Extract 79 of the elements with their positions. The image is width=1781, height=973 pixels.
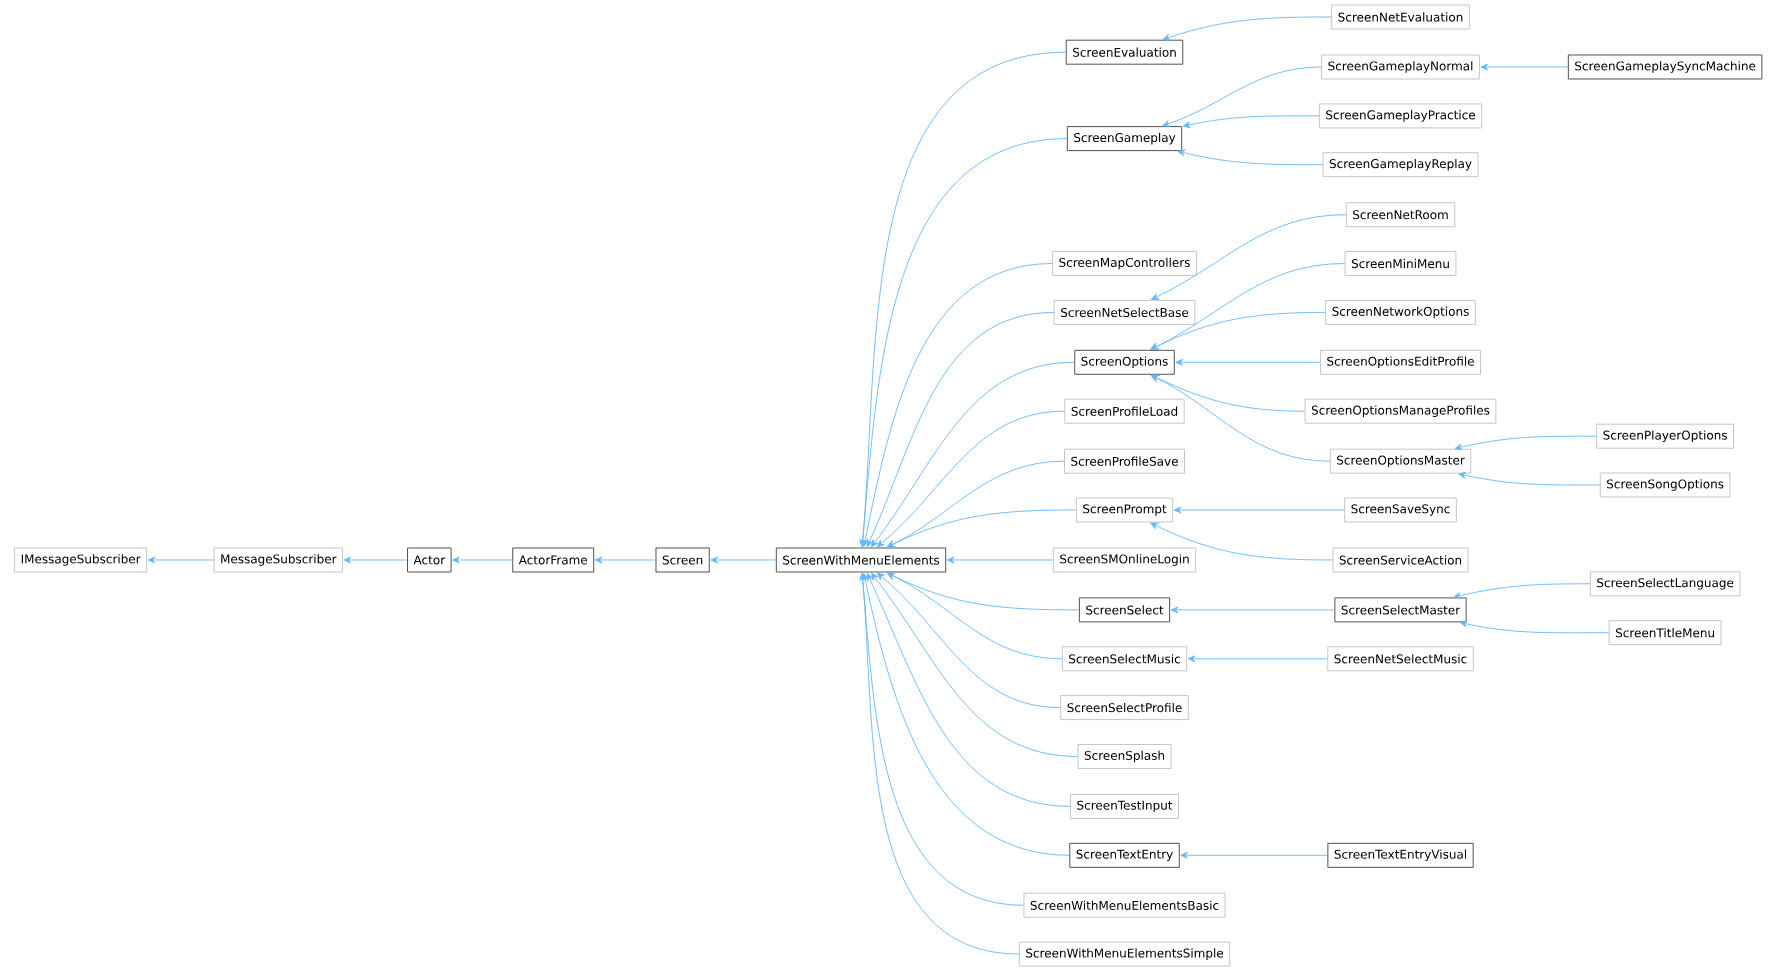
inheritance-arrow: [1173, 506, 1345, 514]
inheritance-arrow: [710, 556, 777, 564]
class-box: ScreenOptionsEditProfile: [1320, 349, 1481, 375]
class-box: ScreenGameplay: [1066, 126, 1183, 152]
class-box: ScreenWithMenuElementsBasic: [1023, 892, 1226, 918]
inheritance-arrow: [1151, 214, 1347, 300]
class-box: ScreenSelectProfile: [1060, 695, 1189, 721]
inheritance-arrow: [1175, 358, 1321, 366]
inheritance-arrow: [1182, 115, 1320, 129]
inheritance-arrow: [866, 573, 1071, 807]
class-box: ScreenSMOnlineLogin: [1052, 547, 1197, 573]
class-box: ScreenProfileSave: [1064, 448, 1185, 474]
class-box: ScreenTextEntry: [1069, 842, 1180, 868]
inheritance-arrow: [1458, 471, 1601, 486]
class-box: ScreenNetEvaluation: [1331, 4, 1470, 30]
inheritance-arrow: [1162, 66, 1322, 127]
class-box: ActorFrame: [512, 547, 595, 573]
inheritance-arrow: [886, 572, 1063, 660]
class-box: MessageSubscriber: [213, 547, 343, 573]
class-box: ScreenMiniMenu: [1344, 251, 1457, 276]
class-box: ScreenTestInput: [1070, 793, 1179, 819]
class-box: ScreenNetSelectBase: [1053, 299, 1196, 325]
class-box: ScreenGameplaySyncMachine: [1567, 54, 1763, 80]
class-box: ScreenPrompt: [1075, 497, 1174, 523]
inheritance-arrow: [871, 572, 1078, 757]
class-box: ScreenWithMenuElementsSimple: [1018, 941, 1231, 967]
class-box: ScreenSelectMusic: [1061, 646, 1188, 672]
inheritance-arrow: [946, 556, 1054, 564]
inheritance-arrow: [1162, 16, 1332, 41]
inheritance-arrow: [1177, 149, 1323, 166]
inheritance-arrow: [886, 509, 1077, 548]
inheritance-arrow: [1459, 620, 1610, 634]
inheritance-arrow: [1480, 63, 1569, 71]
class-box: ScreenSelectLanguage: [1589, 571, 1741, 597]
inheritance-arrow: [876, 572, 1061, 709]
inheritance-arrow: [452, 556, 513, 564]
inheritance-arrow: [1150, 522, 1333, 561]
class-box: ScreenMapControllers: [1052, 251, 1197, 276]
class-box: ScreenPlayerOptions: [1596, 423, 1734, 449]
inheritance-arrow: [876, 410, 1065, 548]
class-box: Screen: [655, 547, 710, 573]
inheritance-arrow: [859, 138, 1068, 547]
class-box: ScreenOptionsManageProfiles: [1304, 398, 1497, 424]
inheritance-arrow: [886, 572, 1080, 611]
class-box: ScreenServiceAction: [1332, 547, 1469, 573]
inheritance-arrow: [866, 311, 1055, 547]
class-box: ScreenOptionsMaster: [1329, 448, 1472, 474]
class-box: ScreenGameplayReplay: [1322, 152, 1479, 178]
class-box: ScreenGameplayPractice: [1318, 103, 1483, 129]
inheritance-arrow: [861, 263, 1053, 547]
class-box: ScreenSongOptions: [1599, 472, 1731, 498]
class-box: ScreenEvaluation: [1065, 39, 1184, 65]
inheritance-arrow: [1453, 583, 1591, 599]
class-box: ScreenSplash: [1077, 744, 1172, 769]
class-box: IMessageSubscriber: [14, 547, 148, 573]
class-box: ScreenSelectMaster: [1334, 597, 1467, 623]
class-box: ScreenGameplayNormal: [1321, 54, 1480, 80]
inheritance-arrow: [1150, 374, 1331, 462]
inheritance-arrow: [870, 361, 1075, 548]
inheritance-arrow: [1180, 851, 1328, 859]
class-box: ScreenTitleMenu: [1608, 620, 1722, 646]
class-box: Actor: [407, 547, 452, 573]
class-box: ScreenSaveSync: [1344, 497, 1457, 523]
class-box: ScreenTextEntryVisual: [1327, 842, 1474, 868]
class-box: ScreenNetSelectMusic: [1327, 646, 1474, 672]
inheritance-arrow: [343, 556, 408, 564]
inheritance-arrow: [1170, 606, 1335, 614]
class-box: ScreenNetworkOptions: [1325, 299, 1476, 325]
inheritance-arrow: [1454, 435, 1597, 451]
inheritance-arrow: [861, 573, 1070, 856]
class-box: ScreenSelect: [1078, 597, 1171, 623]
class-box: ScreenWithMenuElements: [775, 547, 947, 573]
inheritance-arrow: [1150, 311, 1326, 350]
inheritance-arrow: [594, 556, 656, 564]
inheritance-arrow: [1187, 655, 1328, 663]
class-box: ScreenNetRoom: [1345, 202, 1456, 228]
class-box: ScreenProfileLoad: [1064, 398, 1185, 424]
class-box: ScreenOptions: [1074, 349, 1175, 375]
inheritance-arrow: [147, 556, 215, 564]
